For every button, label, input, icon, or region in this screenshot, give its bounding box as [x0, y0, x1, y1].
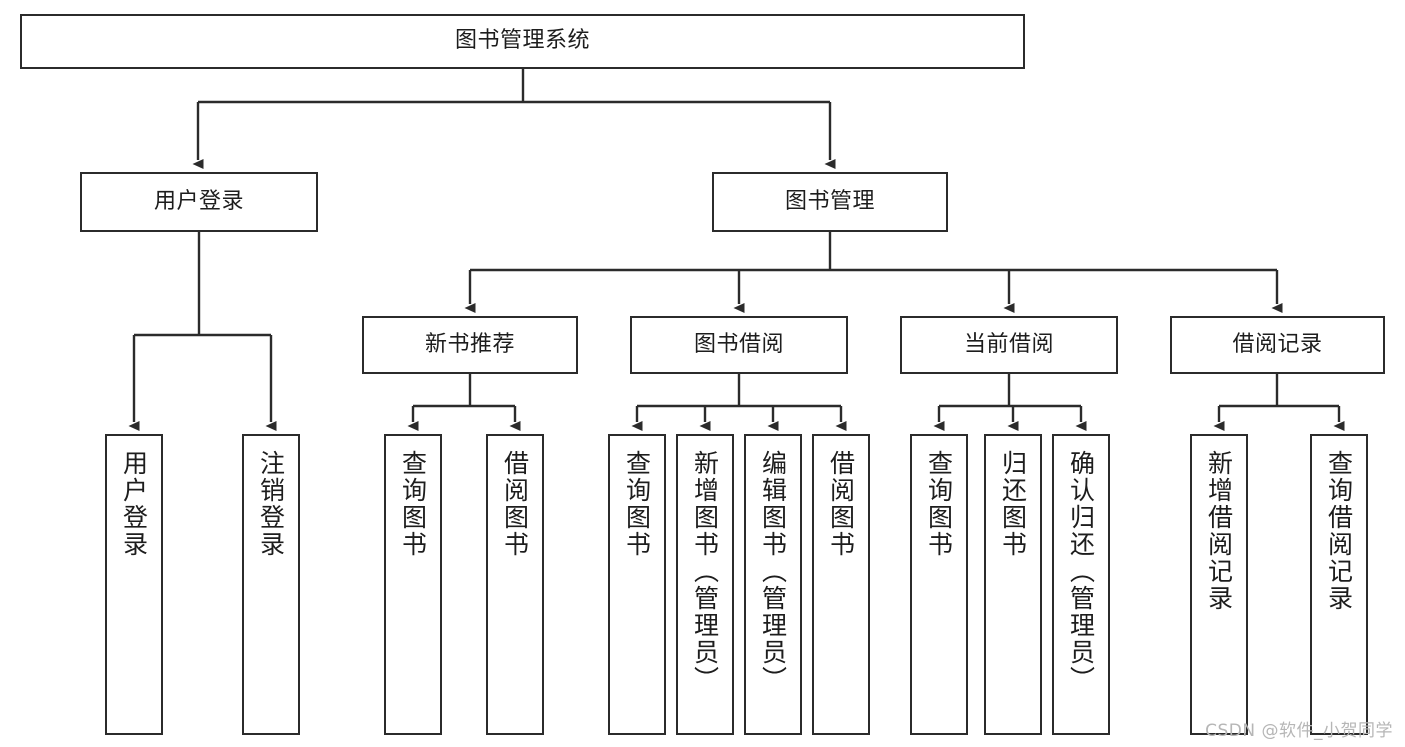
node-label: 借阅图书	[826, 450, 856, 558]
node-root[interactable]: 图书管理系统	[20, 14, 1025, 69]
leaf-borrow-query-book[interactable]: 查询图书	[608, 434, 666, 735]
node-label: 查询图书	[622, 450, 652, 558]
node-book-borrow[interactable]: 图书借阅	[630, 316, 848, 374]
node-label: 新增图书（管理员）	[690, 450, 720, 693]
leaf-borrow-edit-book[interactable]: 编辑图书（管理员）	[744, 434, 802, 735]
node-label: 借阅记录	[1232, 331, 1323, 357]
node-label: 借阅图书	[500, 450, 530, 558]
node-label: 新增借阅记录	[1204, 450, 1234, 612]
node-label: 用户登录	[119, 450, 149, 558]
node-label: 查询图书	[924, 450, 954, 558]
node-label: 查询图书	[398, 450, 428, 558]
leaf-current-return-book[interactable]: 归还图书	[984, 434, 1042, 735]
node-label: 查询借阅记录	[1324, 450, 1354, 612]
leaf-current-query-book[interactable]: 查询图书	[910, 434, 968, 735]
node-borrow-record[interactable]: 借阅记录	[1170, 316, 1385, 374]
node-label: 图书管理系统	[454, 28, 590, 54]
leaf-new-borrow-book[interactable]: 借阅图书	[486, 434, 544, 735]
leaf-record-add[interactable]: 新增借阅记录	[1190, 434, 1248, 735]
node-label: 当前借阅	[963, 331, 1054, 357]
leaf-borrow-borrow-book[interactable]: 借阅图书	[812, 434, 870, 735]
leaf-current-confirm-return[interactable]: 确认归还（管理员）	[1052, 434, 1110, 735]
node-label: 注销登录	[256, 450, 286, 558]
node-current-borrow[interactable]: 当前借阅	[900, 316, 1118, 374]
leaf-user-logout[interactable]: 注销登录	[242, 434, 300, 735]
leaf-new-query-book[interactable]: 查询图书	[384, 434, 442, 735]
node-label: 新书推荐	[424, 331, 515, 357]
leaf-user-login[interactable]: 用户登录	[105, 434, 163, 735]
node-label: 编辑图书（管理员）	[758, 450, 788, 693]
node-label: 归还图书	[998, 450, 1028, 558]
node-user-login[interactable]: 用户登录	[80, 172, 318, 232]
leaf-record-query[interactable]: 查询借阅记录	[1310, 434, 1368, 735]
leaf-borrow-add-book[interactable]: 新增图书（管理员）	[676, 434, 734, 735]
node-new-book-recommend[interactable]: 新书推荐	[362, 316, 578, 374]
node-label: 图书借阅	[693, 331, 784, 357]
node-label: 用户登录	[153, 188, 244, 214]
node-label: 确认归还（管理员）	[1066, 450, 1096, 693]
node-label: 图书管理	[784, 188, 875, 214]
node-book-management[interactable]: 图书管理	[712, 172, 948, 232]
